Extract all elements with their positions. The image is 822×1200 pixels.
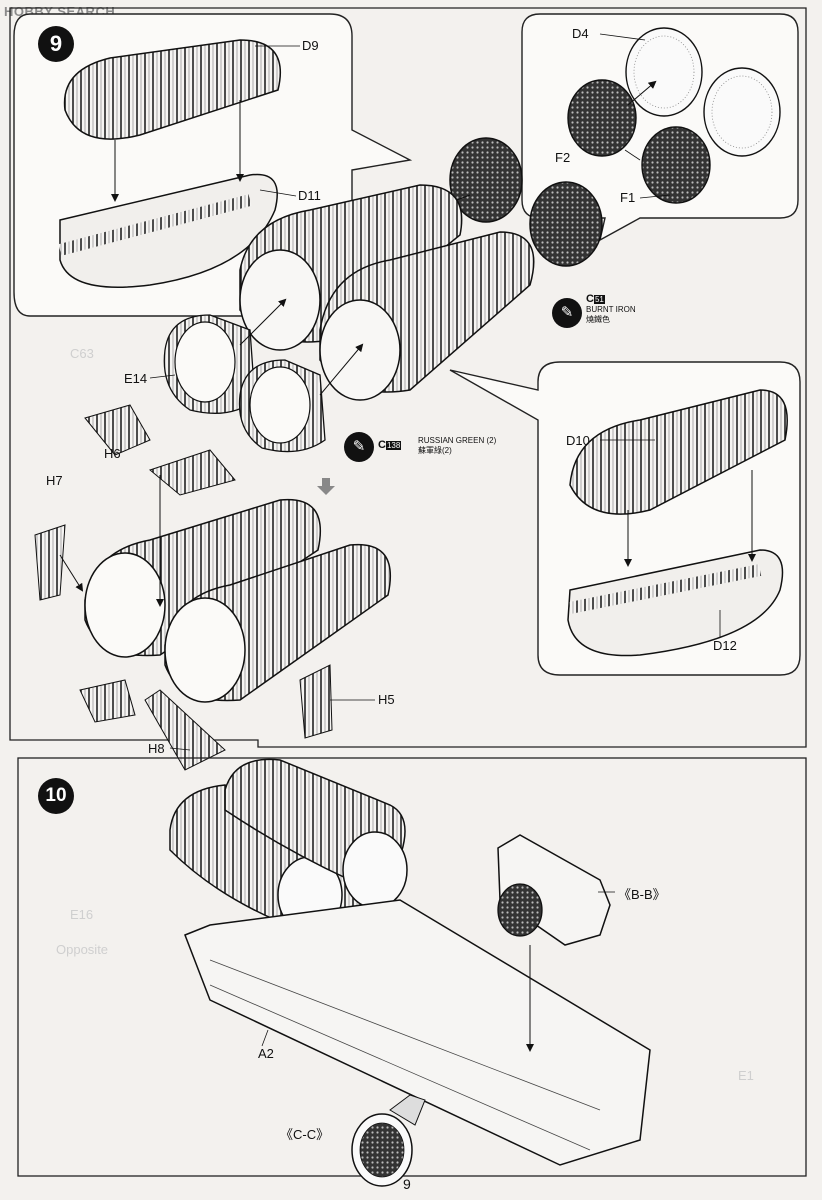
paint-name-en: BURNT IRON [586, 305, 636, 314]
label-cc: 《C-C》 [280, 1127, 330, 1142]
duct-assembled-right [164, 543, 392, 703]
part-bb [497, 834, 611, 946]
step10-frame [17, 757, 807, 1177]
paint-number: 138 [385, 441, 402, 450]
paint-name-cn: 蘇軍綠(2) [418, 446, 452, 455]
brush-icon: ✎ [552, 298, 582, 328]
duct-assembled-left [84, 498, 322, 658]
part-e14-pair [163, 314, 326, 453]
paint-name-en: RUSSIAN GREEN (2) [418, 436, 497, 445]
ghost-label: E1 [738, 1068, 754, 1083]
label-d4: D4 [572, 26, 589, 41]
label-h5: H5 [378, 692, 395, 707]
duct-upper [239, 184, 463, 351]
part-a2 [184, 899, 651, 1166]
label-bb: 《B-B》 [618, 887, 666, 902]
part-d12 [567, 549, 784, 657]
label-d10: D10 [566, 433, 590, 448]
part-d9 [63, 39, 282, 140]
label-h8: H8 [148, 741, 165, 756]
part-h-panels [34, 404, 333, 771]
label-f1: F1 [620, 190, 636, 205]
label-d11: D11 [298, 188, 321, 203]
ghost-label: Opposite [56, 942, 109, 957]
paint-code: C [378, 439, 386, 451]
part-d4-pair [625, 27, 781, 157]
label-a2: A2 [258, 1046, 274, 1061]
ghost-label: E16 [70, 907, 94, 922]
step-9-number: 9 [38, 26, 74, 62]
paint-code: C [586, 293, 594, 305]
label-d9: D9 [302, 38, 319, 53]
down-arrow-icon [317, 478, 335, 495]
page-number: 9 [403, 1176, 411, 1192]
part-d10 [569, 389, 788, 515]
part-f2-pair [567, 79, 711, 204]
label-h7: H7 [46, 473, 63, 488]
label-h6: H6 [104, 446, 121, 461]
part-fan-disks [449, 137, 603, 267]
engines-step10 [169, 758, 408, 934]
paint-name-cn: 燒鐵色 [586, 315, 610, 324]
ghost-label: C63 [70, 346, 94, 361]
part-cc [351, 1094, 426, 1187]
part-d11 [58, 173, 278, 288]
label-f2: F2 [555, 150, 571, 165]
label-d12: D12 [713, 638, 737, 653]
step9-frame [9, 7, 807, 748]
paint-number: 51 [593, 295, 605, 304]
label-e14: E14 [124, 371, 148, 386]
brush-icon: ✎ [344, 432, 374, 462]
step-10-number: 10 [38, 778, 74, 814]
